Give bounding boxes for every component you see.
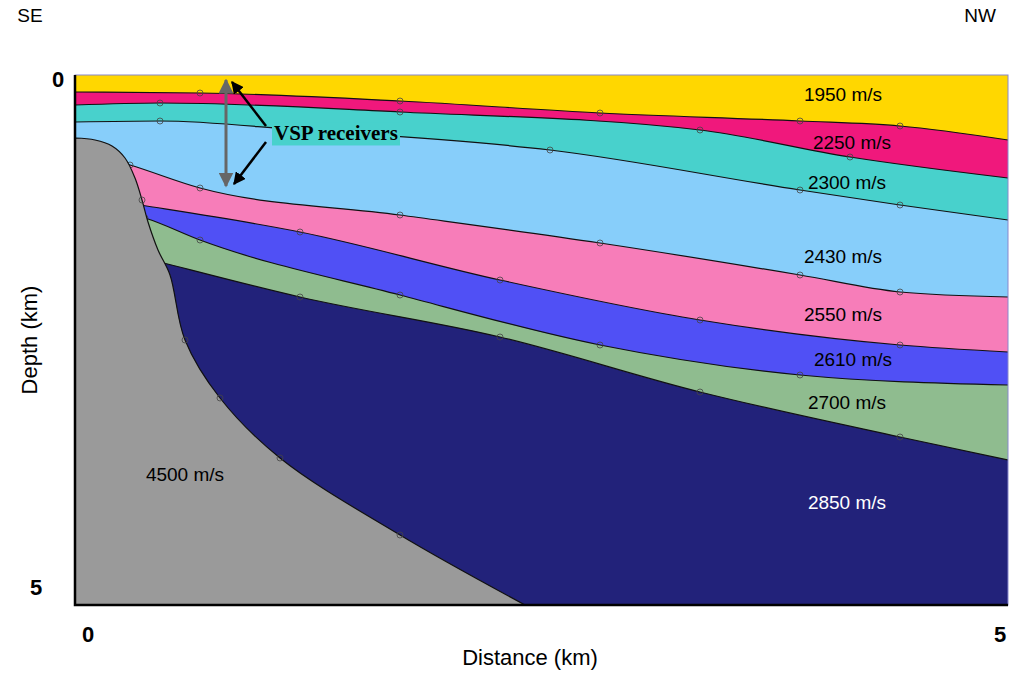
control-point xyxy=(197,237,203,243)
axis-title: Distance (km) xyxy=(462,646,598,670)
control-point xyxy=(597,240,603,246)
layer-boundary xyxy=(75,195,1008,352)
layer-fill xyxy=(75,75,1008,297)
control-point xyxy=(797,372,803,378)
control-point xyxy=(547,147,553,153)
control-point xyxy=(797,272,803,278)
layer-fill xyxy=(75,75,1008,220)
control-point xyxy=(157,100,163,106)
velocity-label: 4500 m/s xyxy=(146,465,224,486)
layer-boundary xyxy=(75,121,1008,220)
velocity-label: 2300 m/s xyxy=(808,173,886,194)
leader-arrow xyxy=(234,142,266,184)
layer-boundary xyxy=(75,205,1008,385)
control-point xyxy=(597,342,603,348)
axis-title: Depth (km) xyxy=(18,286,42,395)
control-point xyxy=(597,110,603,116)
control-point xyxy=(697,317,703,323)
control-point xyxy=(139,197,145,203)
control-point xyxy=(897,202,903,208)
control-point xyxy=(797,187,803,193)
basement xyxy=(75,138,525,605)
layer-fill xyxy=(75,75,1008,352)
control-point xyxy=(397,109,403,115)
control-point xyxy=(217,395,223,401)
control-point xyxy=(497,277,503,283)
control-point xyxy=(897,342,903,348)
compass-label: NW xyxy=(964,6,996,27)
control-point xyxy=(797,118,803,124)
receiver-span xyxy=(225,80,228,186)
callout-label: VSP receivers xyxy=(272,122,400,145)
layer-fill xyxy=(75,75,1008,140)
leader-arrow xyxy=(232,82,266,126)
control-point xyxy=(897,289,903,295)
layer-boundary xyxy=(75,103,1008,178)
control-point xyxy=(157,118,163,124)
axis-tick: 5 xyxy=(30,576,42,600)
compass-label: SE xyxy=(17,6,42,27)
control-point xyxy=(897,123,903,129)
control-point xyxy=(697,389,703,395)
layer-boundary xyxy=(75,150,1008,297)
velocity-label: 2700 m/s xyxy=(808,393,886,414)
layer-fill xyxy=(75,75,1008,605)
control-point xyxy=(397,212,403,218)
axis-tick: 5 xyxy=(994,623,1006,647)
control-point xyxy=(182,337,188,343)
control-point xyxy=(277,455,283,461)
axis-line xyxy=(75,75,1008,605)
layer-fill xyxy=(75,75,1008,178)
control-point xyxy=(497,334,503,340)
layer-fill xyxy=(75,75,1008,385)
velocity-label: 2430 m/s xyxy=(804,247,882,268)
control-point xyxy=(197,185,203,191)
control-point xyxy=(847,154,853,160)
velocity-label: 2250 m/s xyxy=(813,133,891,154)
velocity-label: 2850 m/s xyxy=(808,493,886,514)
control-point xyxy=(397,532,403,538)
control-point xyxy=(197,90,203,96)
control-point xyxy=(697,127,703,133)
velocity-label: 1950 m/s xyxy=(804,85,882,106)
control-point xyxy=(397,98,403,104)
axis-tick: 0 xyxy=(52,68,64,92)
plot-frame xyxy=(75,75,1008,605)
velocity-label: 2610 m/s xyxy=(814,350,892,371)
axis-tick: 0 xyxy=(82,623,94,647)
control-point xyxy=(297,294,303,300)
velocity-label: 2550 m/s xyxy=(804,305,882,326)
control-point xyxy=(297,229,303,235)
control-point xyxy=(397,292,403,298)
control-point xyxy=(897,434,903,440)
